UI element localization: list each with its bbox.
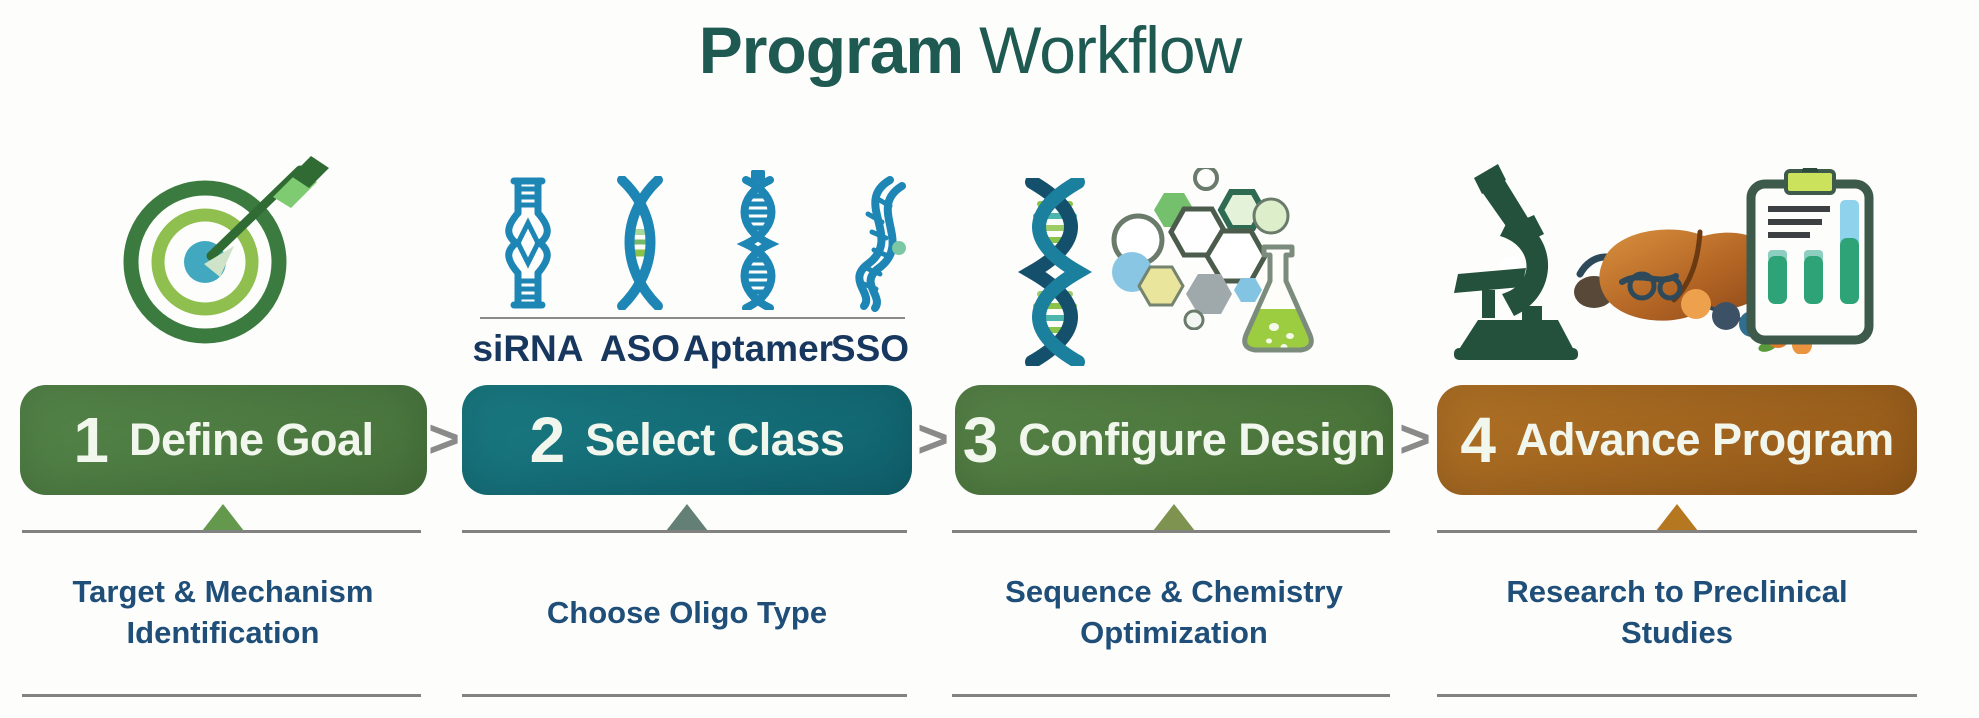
aptamer-helix-icon bbox=[736, 170, 780, 310]
pointer-triangle-1 bbox=[202, 504, 244, 531]
oligo-label-aso: ASO bbox=[599, 328, 681, 369]
step-2-caption: Choose Oligo Type bbox=[546, 594, 828, 630]
step-1-pill: 1 Define Goal bbox=[20, 385, 427, 495]
step-3-pill: 3 Configure Design bbox=[955, 385, 1393, 495]
step-4-pill: 4 Advance Program bbox=[1437, 385, 1917, 495]
microscope-icon bbox=[1454, 164, 1578, 360]
caption-bottom-rule-2 bbox=[462, 694, 907, 697]
step-2-pill: 2 Select Class bbox=[462, 385, 912, 495]
chevron-separator-2: > bbox=[917, 409, 949, 469]
aso-helix-icon bbox=[617, 176, 663, 310]
arrow-fletching-dark bbox=[291, 156, 329, 188]
dna-double-helix-icon bbox=[1018, 178, 1092, 366]
step-4-number: 4 bbox=[1460, 404, 1496, 476]
chevron-separator-1: > bbox=[428, 409, 460, 469]
step-4-label: Advance Program bbox=[1515, 414, 1894, 465]
arrow-shaft bbox=[206, 165, 305, 261]
caption-top-rule-4 bbox=[1437, 530, 1917, 533]
chevron-separator-3: > bbox=[1399, 409, 1431, 469]
chemistry-hexagons-icon bbox=[1111, 168, 1290, 330]
sso-strand-icon bbox=[855, 176, 906, 312]
step-4-caption: Research to Preclinical Studies bbox=[1506, 574, 1848, 650]
step-3-number: 3 bbox=[962, 404, 999, 476]
sirna-hairpin-icon bbox=[505, 177, 551, 309]
oligo-divider-line bbox=[480, 317, 905, 319]
caption-top-rule-3 bbox=[952, 530, 1390, 533]
clipboard-test-tubes-icon bbox=[1746, 168, 1874, 345]
oligo-label-sso: SSO bbox=[830, 328, 910, 369]
erlenmeyer-flask-icon bbox=[1242, 244, 1314, 353]
step-3-caption: Sequence & Chemistry Optimization bbox=[1005, 574, 1343, 650]
step-3-label: Configure Design bbox=[1018, 414, 1386, 465]
caption-bottom-rule-1 bbox=[22, 694, 421, 697]
caption-top-rule-2 bbox=[462, 530, 907, 533]
oligo-label-aptamer: Aptamer bbox=[682, 328, 834, 369]
arrow-tip bbox=[204, 246, 234, 277]
oligo-label-sirna: siRNA bbox=[472, 328, 584, 369]
caption-top-rule-1 bbox=[22, 530, 421, 533]
caption-bottom-rule-4 bbox=[1437, 694, 1917, 697]
title-regular: Workflow bbox=[979, 13, 1242, 87]
caption-bottom-rule-3 bbox=[952, 694, 1390, 697]
pointer-triangle-3 bbox=[1153, 504, 1195, 531]
target-outer-ring bbox=[123, 180, 287, 344]
step-1-number: 1 bbox=[73, 404, 110, 476]
step-1-caption: Target & Mechanism Identification bbox=[72, 574, 374, 650]
step-2-number: 2 bbox=[529, 404, 566, 476]
target-arrow-icon bbox=[123, 156, 329, 344]
target-middle-ring bbox=[151, 208, 259, 316]
pointer-triangle-4 bbox=[1656, 504, 1698, 531]
step-1-label: Define Goal bbox=[129, 414, 374, 465]
step-2-label: Select Class bbox=[585, 414, 845, 465]
pointer-triangle-2 bbox=[666, 504, 708, 531]
title-bold: Program bbox=[698, 13, 964, 87]
